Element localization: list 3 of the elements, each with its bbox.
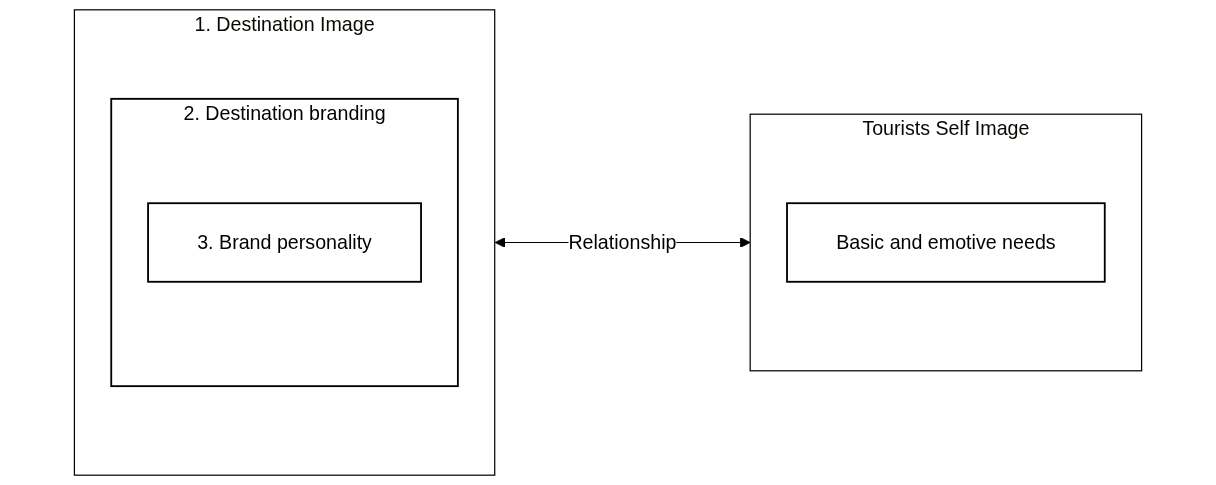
- node-box: 3. Brand personality: [147, 202, 422, 283]
- edge-label: Relationship: [568, 231, 677, 253]
- node-box: Basic and emotive needs: [786, 202, 1106, 283]
